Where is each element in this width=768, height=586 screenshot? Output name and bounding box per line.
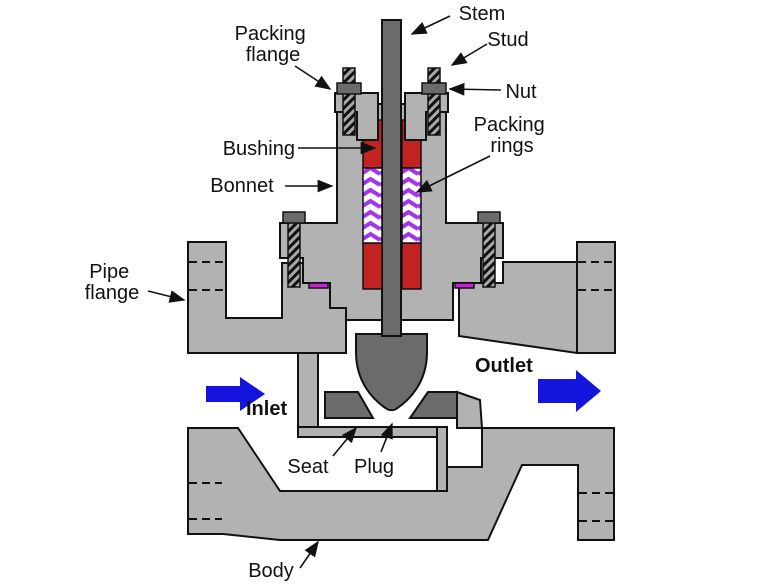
inlet-arrow-icon	[206, 377, 265, 411]
packing-flange-label: Packing flange	[235, 23, 312, 66]
stem-label: Stem	[459, 3, 506, 25]
nut-bonnet-right	[477, 211, 501, 224]
pipe-flange-left-arm	[187, 241, 347, 354]
body-right-port-wall	[456, 390, 484, 429]
stud-bonnet-right	[482, 214, 496, 288]
seat-leader	[332, 426, 358, 457]
body-shape	[187, 427, 615, 541]
packing-rings-leader	[415, 155, 491, 193]
gasket-left	[308, 282, 329, 289]
nut-packing-left	[336, 82, 362, 95]
packing-rings-right	[401, 167, 422, 244]
stud-bonnet-left	[287, 214, 301, 288]
seat-partition	[297, 426, 448, 438]
body-left-port-wall	[297, 352, 319, 428]
bushing-lower-right	[401, 242, 422, 290]
stud-packing-right	[427, 67, 441, 136]
stud-label: Stud	[487, 29, 528, 51]
stud-packing-left	[342, 67, 356, 136]
bushing-lower-left	[362, 242, 383, 290]
gasket-right	[454, 282, 475, 289]
nut-leader	[448, 82, 502, 96]
body-leader	[299, 540, 319, 569]
seat-left	[324, 391, 375, 419]
nut-label: Nut	[505, 81, 537, 103]
pipe-flange-right	[576, 241, 616, 354]
bonnet-label: Bonnet	[210, 175, 274, 197]
outlet-arrow-icon	[538, 370, 601, 412]
body-label: Body	[248, 560, 294, 582]
seat-right	[408, 391, 458, 419]
bushing-label: Bushing	[223, 138, 295, 160]
packing-rings-left	[362, 167, 383, 244]
plug-shape	[355, 333, 428, 412]
nut-packing-right	[421, 82, 447, 95]
inlet-label: Inlet	[246, 398, 287, 420]
partition-right-leg	[436, 426, 448, 492]
plug-leader	[380, 422, 393, 453]
stem-leader	[410, 15, 451, 35]
packing-rings-label: Packing rings	[474, 114, 551, 157]
pipe-flange-label: Pipe flange	[85, 261, 140, 304]
outlet-label: Outlet	[475, 355, 533, 377]
pipe-flange-leader	[147, 290, 186, 303]
packing-flange-leader	[294, 65, 332, 90]
plug-label: Plug	[354, 456, 394, 478]
seat-label: Seat	[287, 456, 329, 478]
stem-shape	[381, 19, 402, 337]
stud-leader	[450, 43, 488, 66]
nut-bonnet-left	[282, 211, 306, 224]
